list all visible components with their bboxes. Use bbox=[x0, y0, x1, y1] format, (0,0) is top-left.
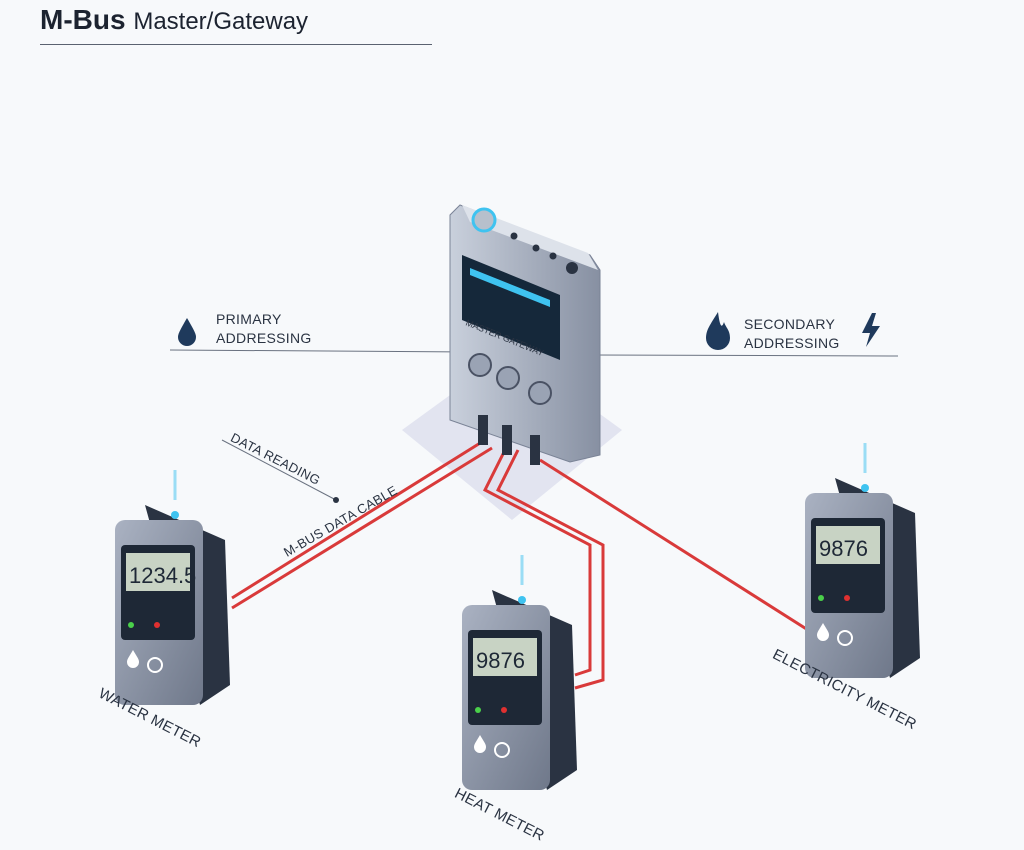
water-drop-icon bbox=[178, 318, 196, 346]
master-gateway-device bbox=[449, 204, 601, 465]
meter-device-water-meter: 1234.5 bbox=[115, 470, 230, 705]
flame-icon bbox=[706, 312, 730, 350]
meter-reading: 9876 bbox=[819, 536, 868, 561]
m-bus-cables bbox=[231, 438, 809, 690]
power-button-icon[interactable] bbox=[471, 207, 497, 233]
title-divider bbox=[40, 44, 432, 45]
meter-reading: 9876 bbox=[476, 648, 525, 673]
meter-reading: 1234.5 bbox=[129, 563, 196, 588]
meter-device-heat-meter: 9876 bbox=[462, 555, 577, 790]
primary-leader-line bbox=[169, 349, 471, 353]
data-reading-line bbox=[221, 439, 337, 501]
meter-device-electricity-meter: 9876 bbox=[805, 443, 920, 678]
page-title: M-Bus Master/Gateway bbox=[40, 4, 308, 36]
title-rest: Master/Gateway bbox=[133, 8, 309, 35]
lightning-bolt-icon bbox=[862, 313, 880, 347]
title-bold: M-Bus bbox=[40, 4, 126, 35]
secondary-leader-line bbox=[591, 354, 899, 357]
